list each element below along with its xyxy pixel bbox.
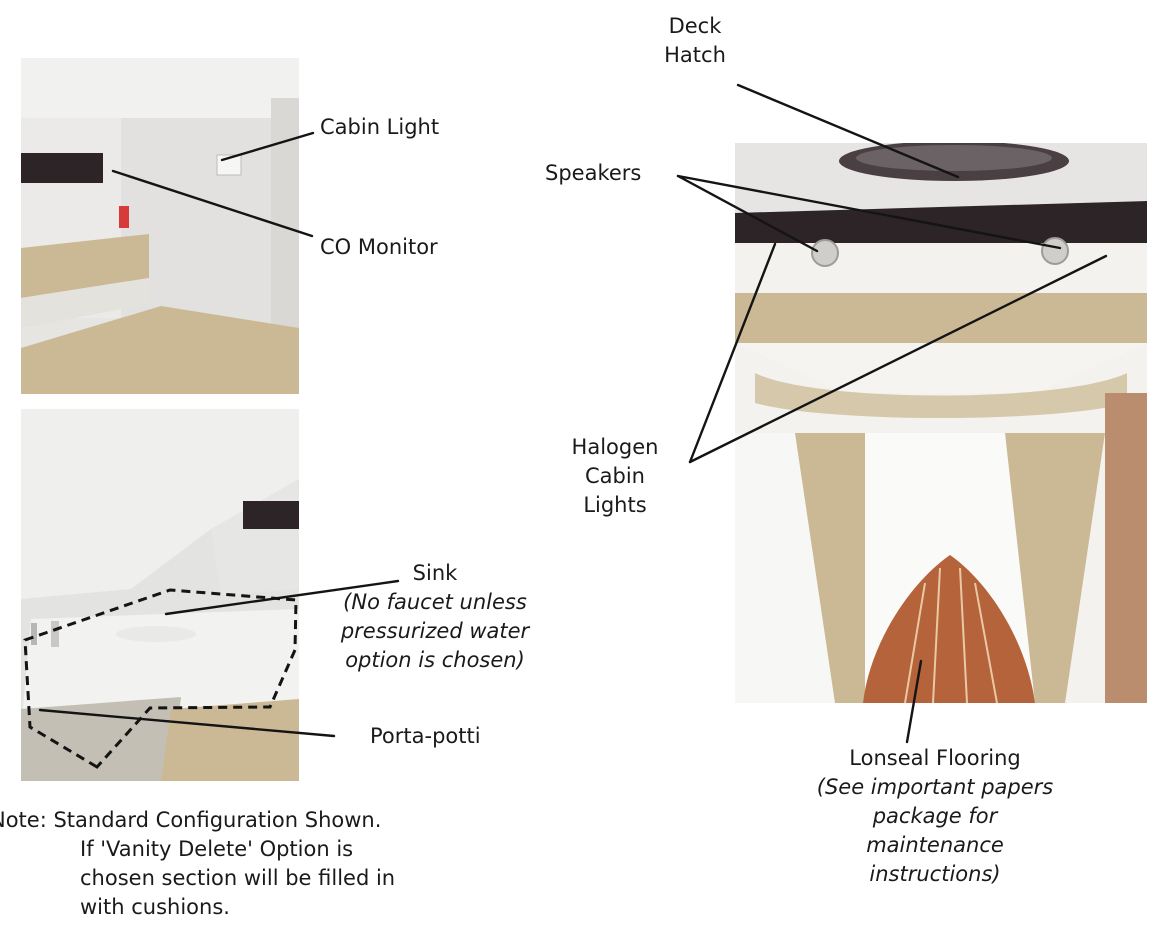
halogen-label: Halogen Cabin Lights (550, 433, 680, 520)
flooring-note-line-2: package for (872, 804, 998, 828)
note-line-2: If 'Vanity Delete' Option is (80, 837, 354, 861)
note-line-1: Note: Standard Configuration Shown. (0, 808, 382, 832)
porta-potti-label: Porta-potti (370, 724, 481, 748)
flooring-label: Lonseal Flooring (849, 746, 1021, 770)
note-line-3: chosen section will be filled in (80, 866, 396, 890)
deck-hatch-label: Deck Hatch (640, 12, 750, 70)
halogen-line-1: Halogen (571, 435, 659, 459)
sink-note-line-3: option is chosen) (345, 648, 525, 672)
cabin-photo (21, 58, 299, 394)
bow-cabin-photo (735, 143, 1147, 703)
speakers-label: Speakers (545, 161, 642, 185)
halogen-line-3: Lights (583, 493, 647, 517)
flooring-label-group: Lonseal Flooring (See important papers p… (790, 744, 1080, 889)
flooring-note-line-4: instructions) (869, 862, 1001, 886)
sink-label-group: Sink (No faucet unless pressurized water… (310, 559, 560, 675)
deck-hatch-line-2: Hatch (664, 43, 726, 67)
flooring-note-line-1: (See important papers (816, 775, 1054, 799)
note-line-4: with cushions. (80, 895, 230, 919)
cabin-light-label: Cabin Light (320, 115, 440, 139)
deck-hatch-line-1: Deck (668, 14, 722, 38)
co-monitor-label: CO Monitor (320, 235, 438, 259)
sink-label: Sink (412, 561, 458, 585)
sink-note-line-1: (No faucet unless (343, 590, 527, 614)
vanity-photo (21, 409, 299, 781)
sink-note-line-2: pressurized water (340, 619, 530, 643)
flooring-note-line-3: maintenance (866, 833, 1004, 857)
halogen-line-2: Cabin (584, 464, 645, 488)
configuration-note: Note: Standard Configuration Shown. If '… (0, 806, 395, 922)
